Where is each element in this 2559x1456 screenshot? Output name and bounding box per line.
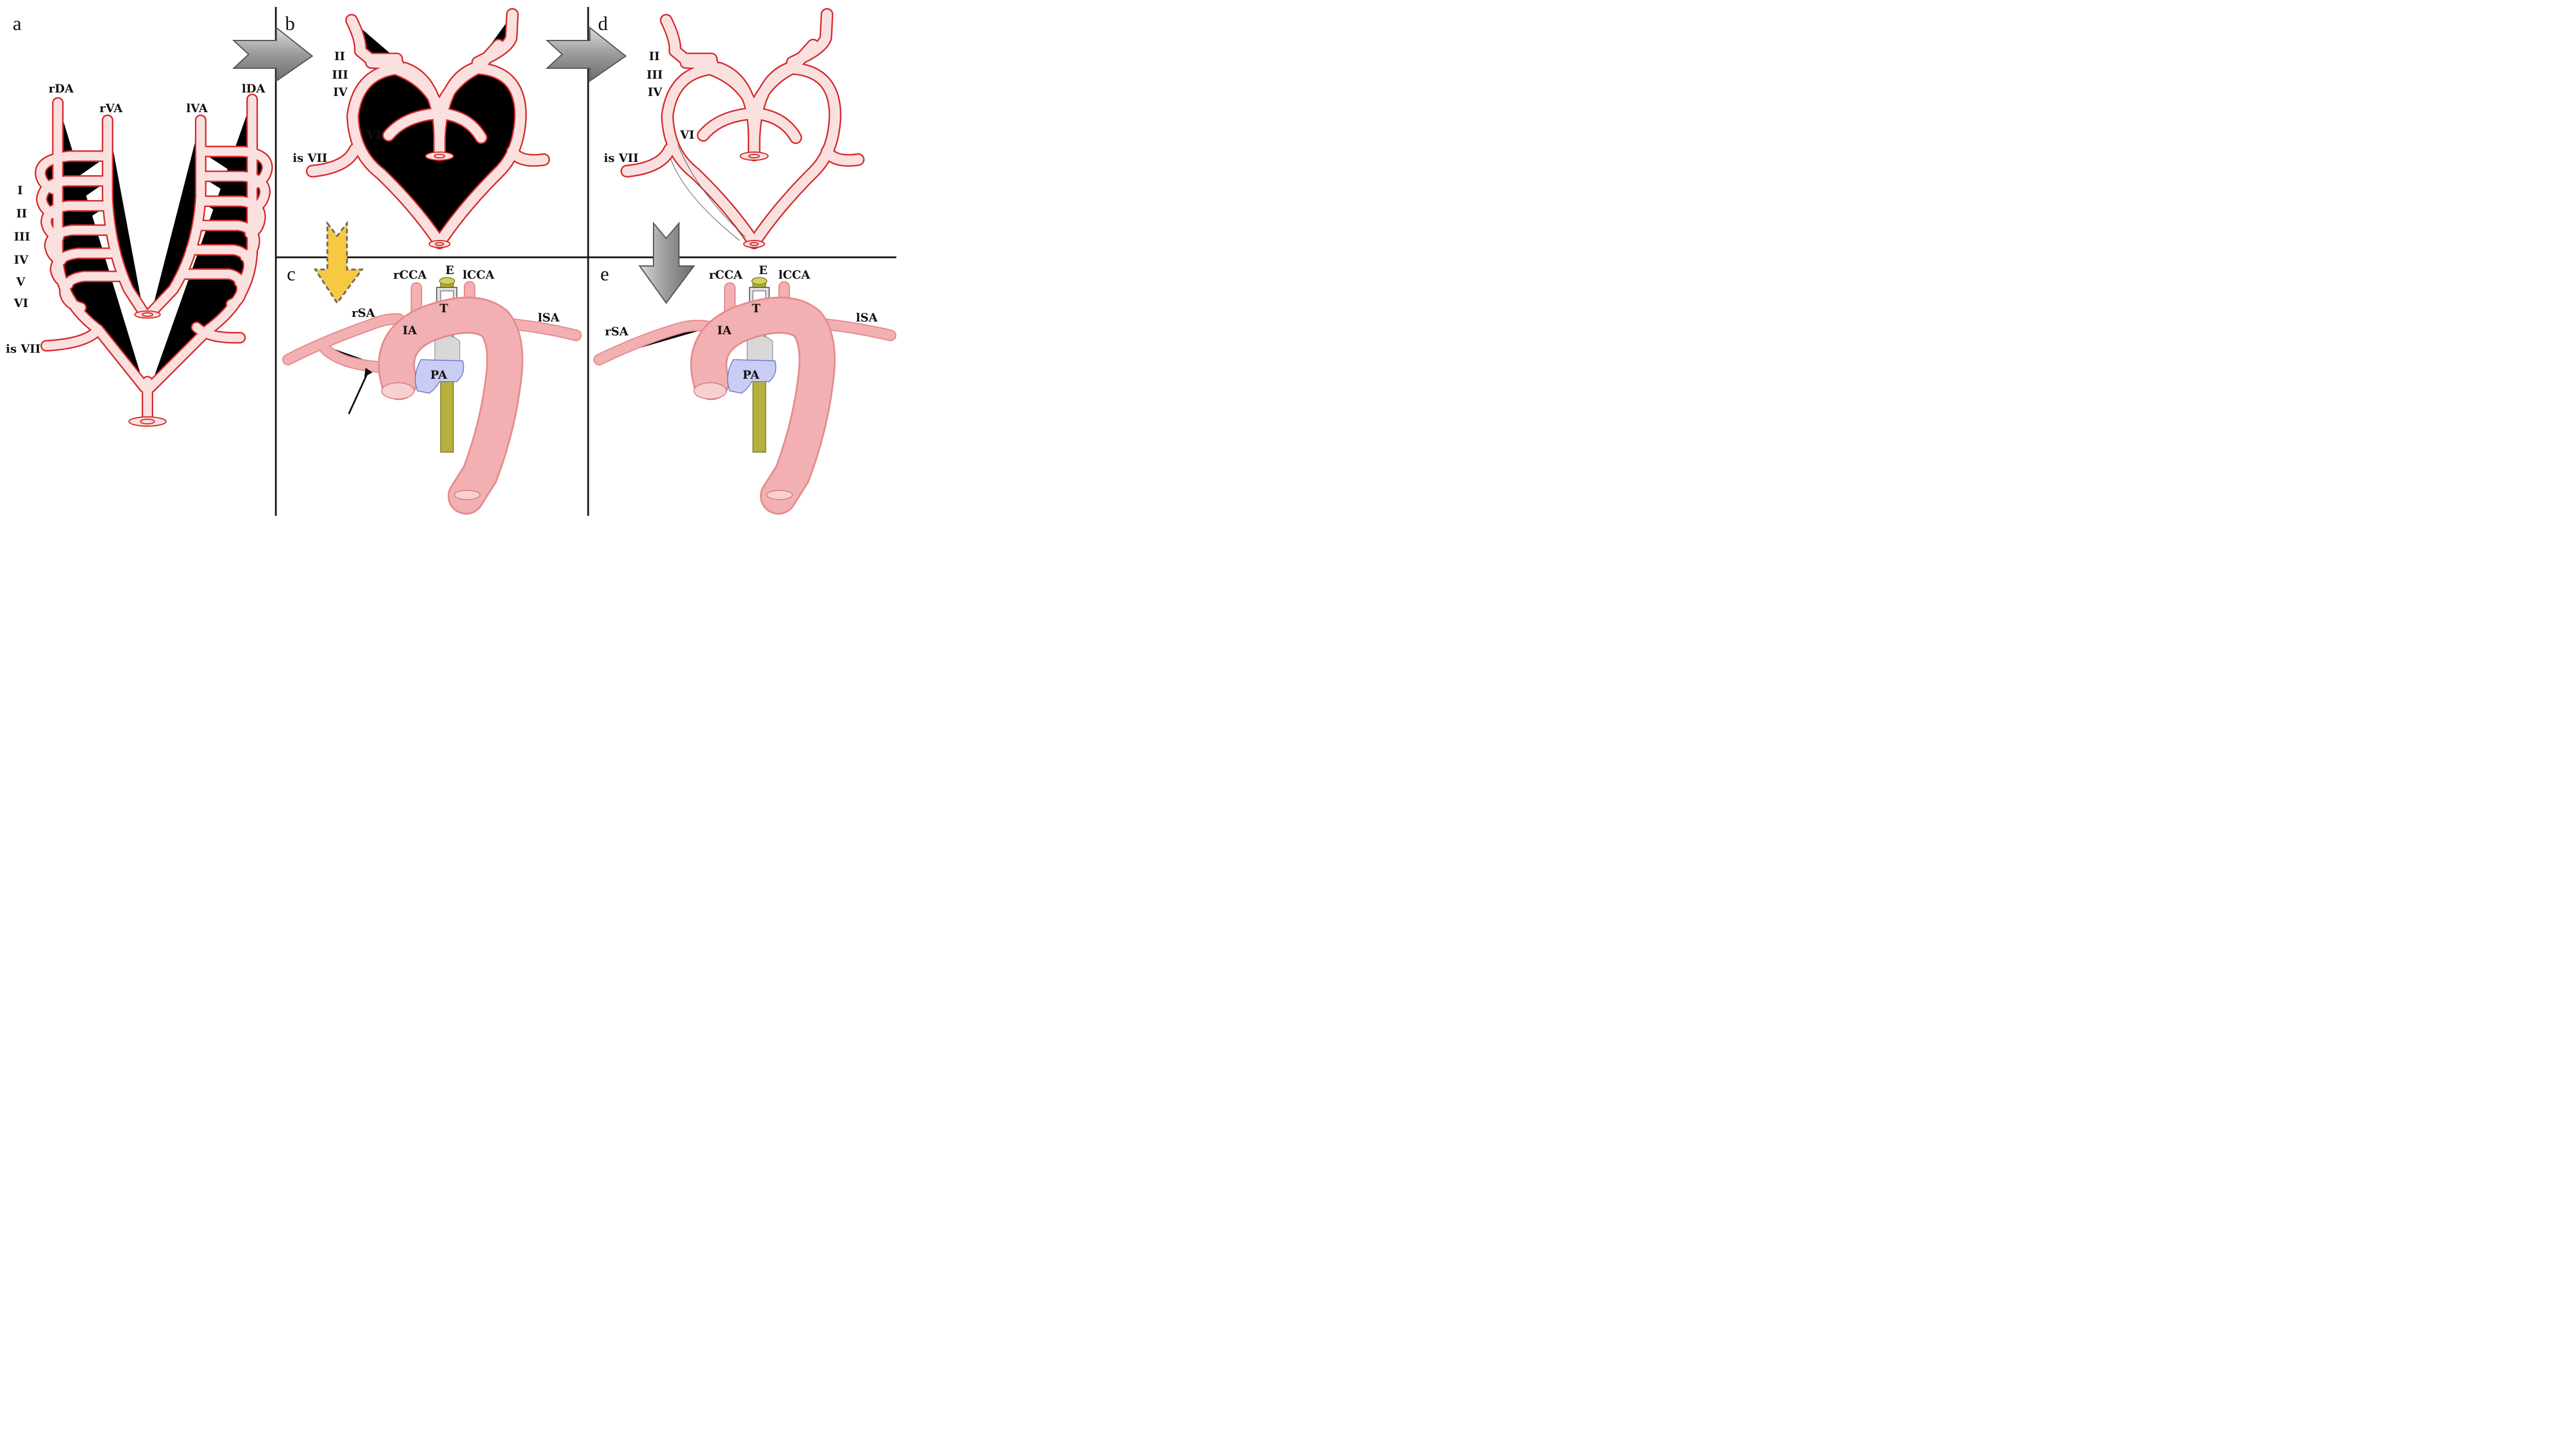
label-b-isVII: is VII <box>293 151 327 165</box>
label-rVA: rVA <box>99 101 123 115</box>
label-e-rSA: rSA <box>605 324 629 338</box>
panel-letter-c: c <box>287 264 296 285</box>
label-e-IA: IA <box>717 323 732 337</box>
arrow-b-to-d <box>545 26 627 82</box>
label-arch-II: II <box>16 206 27 220</box>
label-c-PA: PA <box>430 368 448 382</box>
label-d-IV: IV <box>648 85 662 99</box>
label-d-isVII: is VII <box>604 151 638 165</box>
label-c-rCCA: rCCA <box>393 268 427 282</box>
label-e-E: E <box>759 263 767 277</box>
label-e-rCCA: rCCA <box>709 268 743 282</box>
label-c-lCCA: lCCA <box>463 268 494 282</box>
label-arch-IV: IV <box>14 253 28 267</box>
arrow-b-to-c <box>313 220 364 305</box>
label-arch-V: V <box>16 275 25 289</box>
panel-b-arch-remodeling <box>312 14 544 247</box>
panel-dividers <box>275 7 896 516</box>
panel-letter-b: b <box>285 13 295 35</box>
label-lDA: lDA <box>242 82 265 95</box>
aortic-arch-development-figure: a b c d e <box>6 7 896 516</box>
panel-a-arch-system <box>40 99 267 427</box>
panel-d-arch-remodeling <box>627 14 858 247</box>
panel-letter-a: a <box>13 13 21 35</box>
label-d-VI: VI <box>680 128 695 142</box>
panel-e-adult-anatomy <box>599 277 891 515</box>
label-e-PA: PA <box>743 368 760 382</box>
arrow-a-to-b <box>232 26 313 82</box>
label-b-VI: VI <box>366 128 381 142</box>
label-c-lSA: lSA <box>538 311 560 324</box>
label-arch-III: III <box>14 230 30 243</box>
label-d-II: II <box>649 49 660 63</box>
label-e-T: T <box>752 301 760 315</box>
label-c-E: E <box>445 263 454 277</box>
label-rDA: rDA <box>49 82 74 95</box>
label-c-IA: IA <box>403 323 417 337</box>
label-b-II: II <box>334 49 345 63</box>
label-arch-VI: VI <box>13 296 28 310</box>
panel-c-adult-anatomy <box>288 277 576 515</box>
label-b-IV: IV <box>333 85 348 99</box>
label-lVA: lVA <box>186 101 208 115</box>
panel-letter-d: d <box>598 13 608 35</box>
arrow-d-to-e <box>638 221 695 304</box>
label-c-T: T <box>440 301 448 315</box>
label-isVII: is VII <box>6 342 40 356</box>
label-c-rSA: rSA <box>352 306 375 320</box>
label-e-lCCA: lCCA <box>778 268 810 282</box>
label-arch-I: I <box>17 183 23 197</box>
panel-letter-e: e <box>600 264 609 285</box>
label-d-III: III <box>647 68 663 82</box>
regressed-segment <box>677 144 746 238</box>
label-e-lSA: lSA <box>856 311 878 324</box>
label-b-III: III <box>332 68 348 82</box>
